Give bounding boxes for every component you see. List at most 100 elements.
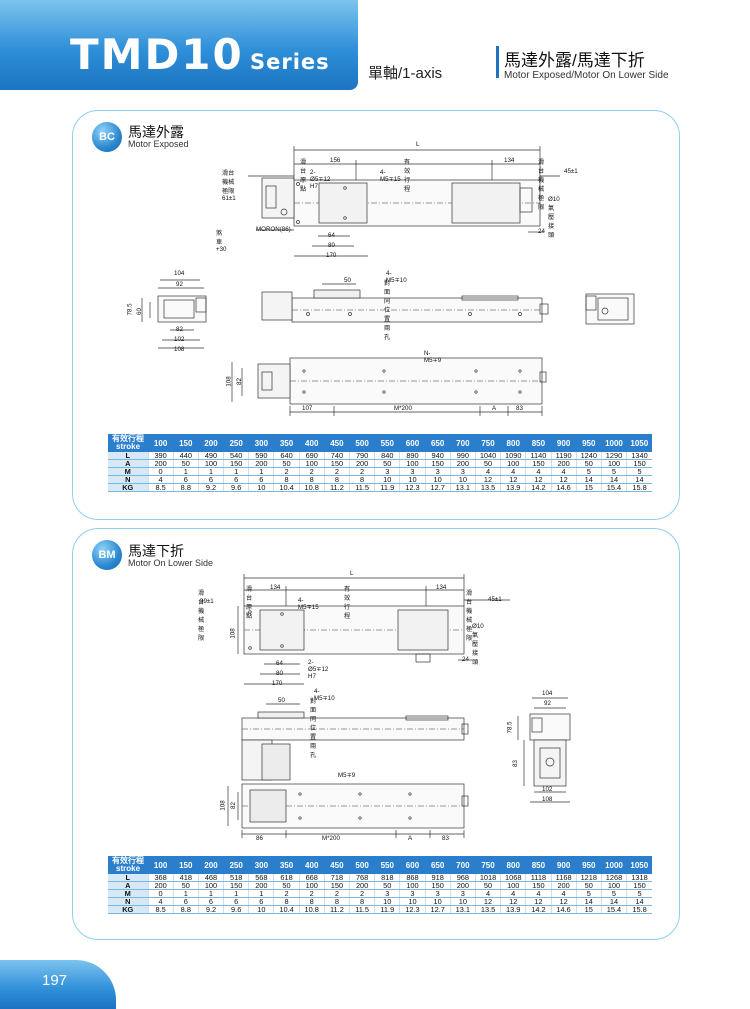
table-cell: 368 (147, 874, 174, 883)
table-cell: 818 (374, 874, 400, 883)
table-cell: 150 (525, 459, 552, 469)
row-label: N (108, 897, 149, 907)
stroke-col-header: 250 (223, 434, 249, 452)
row-label: KG (108, 483, 149, 493)
stroke-col-header: 700 (450, 434, 476, 452)
table-cell: 150 (223, 459, 249, 469)
table-cell: 3 (399, 889, 426, 899)
table-cell: 200 (550, 459, 577, 469)
bc-dim-tap-side: 4-M5∓10 (386, 270, 407, 284)
table-cell: 12 (474, 897, 501, 907)
bc-dim-origin: 滑台原點 (300, 159, 307, 193)
bc-dim-83: 83 (516, 405, 523, 412)
bc-dim-170: 170 (326, 252, 337, 259)
bm-dim-80: 80 (276, 670, 283, 677)
table-cell: 9.6 (223, 483, 249, 493)
table-cell: 8 (298, 897, 325, 907)
table-cell: 200 (147, 459, 174, 469)
table-cell: 10 (424, 475, 451, 485)
bc-dim-stroke: 有效行程 (404, 159, 411, 193)
table-cell: 200 (248, 881, 274, 891)
table-cell: 15.4 (600, 905, 627, 915)
table-cell: 1040 (474, 452, 501, 461)
table-cell: 418 (172, 874, 199, 883)
bc-dim-m200: M*200 (394, 405, 412, 412)
table-cell: 6 (197, 897, 224, 907)
table-cell: 14 (575, 897, 602, 907)
table-cell: 5 (626, 467, 652, 477)
table-cell: 668 (298, 874, 325, 883)
table-cell: 440 (172, 452, 199, 461)
footer-tab (0, 960, 116, 1009)
table-cell: 11.5 (349, 905, 375, 915)
table-cell: 4 (550, 889, 577, 899)
table-cell: 6 (223, 897, 249, 907)
bm-dim-limit-left: 滑台機械極限 (198, 590, 205, 642)
table-cell: 0 (147, 467, 174, 477)
bm-dim-82v: 82 (229, 802, 237, 809)
bm-dim-170: 170 (272, 680, 283, 687)
table-cell: 5 (600, 467, 627, 477)
table-cell: 3 (449, 889, 476, 899)
bm-dim-83b: 83 (511, 760, 519, 767)
table-cell: 1 (223, 889, 249, 899)
stroke-col-header: 800 (500, 856, 526, 874)
table-cell: 1090 (500, 452, 526, 461)
stroke-col-header: 400 (299, 434, 325, 452)
table-cell: 100 (197, 459, 224, 469)
table-cell: 14.2 (525, 905, 552, 915)
table-cell: 100 (298, 881, 325, 891)
table-cell: 718 (323, 874, 350, 883)
table-cell: 2 (273, 467, 300, 477)
table-cell: 490 (197, 452, 224, 461)
bm-dim-limit-left-val: 39±1 (200, 598, 214, 605)
bm-dim-64: 64 (276, 660, 283, 667)
table-cell: 15 (575, 483, 602, 493)
bm-dim-m5: M5∓9 (338, 772, 356, 779)
stroke-col-header: 1050 (626, 434, 652, 452)
table-cell: 5 (626, 889, 652, 899)
bc-dim-108v: 108 (225, 376, 233, 387)
bc-dim-moron: MORON(86) (256, 226, 291, 233)
table-cell: 50 (575, 881, 602, 891)
stroke-col-header: 850 (525, 856, 552, 874)
axis-label: 單軸/1-axis (368, 65, 443, 82)
stroke-col-header: 200 (198, 856, 224, 874)
table-cell: 8 (323, 475, 350, 485)
table-cell: 14 (600, 475, 627, 485)
table-cell: 1190 (550, 452, 577, 461)
bc-dim-limit-left: 滑台機械極限61±1 (222, 170, 236, 202)
stroke-col-header: 350 (273, 856, 300, 874)
table-cell: 10 (374, 475, 400, 485)
table-cell: 990 (449, 452, 476, 461)
bm-dim-right: 134 (436, 584, 447, 591)
table-cell: 2 (298, 467, 325, 477)
table-cell: 50 (374, 459, 400, 469)
bc-dim-82: 82 (176, 326, 183, 333)
table-cell: 50 (474, 881, 501, 891)
table-cell: 640 (273, 452, 300, 461)
table-cell: 8.5 (147, 905, 174, 915)
bm-dim-108b: 108 (542, 796, 553, 803)
bc-dim-dowel: 2-Ø5∓12 H7 (310, 169, 331, 190)
table-cell: 1218 (575, 874, 602, 883)
stroke-col-header: 600 (399, 434, 426, 452)
stroke-col-header: 750 (475, 856, 501, 874)
section-bc-title-cn: 馬達外露 (128, 124, 184, 140)
bc-dim-nm: N-M5∓9 (424, 350, 442, 364)
stroke-col-header: 950 (576, 434, 602, 452)
table-cell: 8 (273, 897, 300, 907)
stroke-col-header: 500 (349, 856, 375, 874)
table-cell: 9.6 (223, 905, 249, 915)
stroke-col-header: 150 (173, 434, 199, 452)
bm-dim-785: 78.5 (506, 721, 514, 734)
bm-dim-108: 108 (229, 628, 237, 639)
bm-dim-92: 92 (544, 700, 551, 707)
stroke-col-header: 100 (148, 434, 174, 452)
table-cell: 12.3 (399, 483, 426, 493)
